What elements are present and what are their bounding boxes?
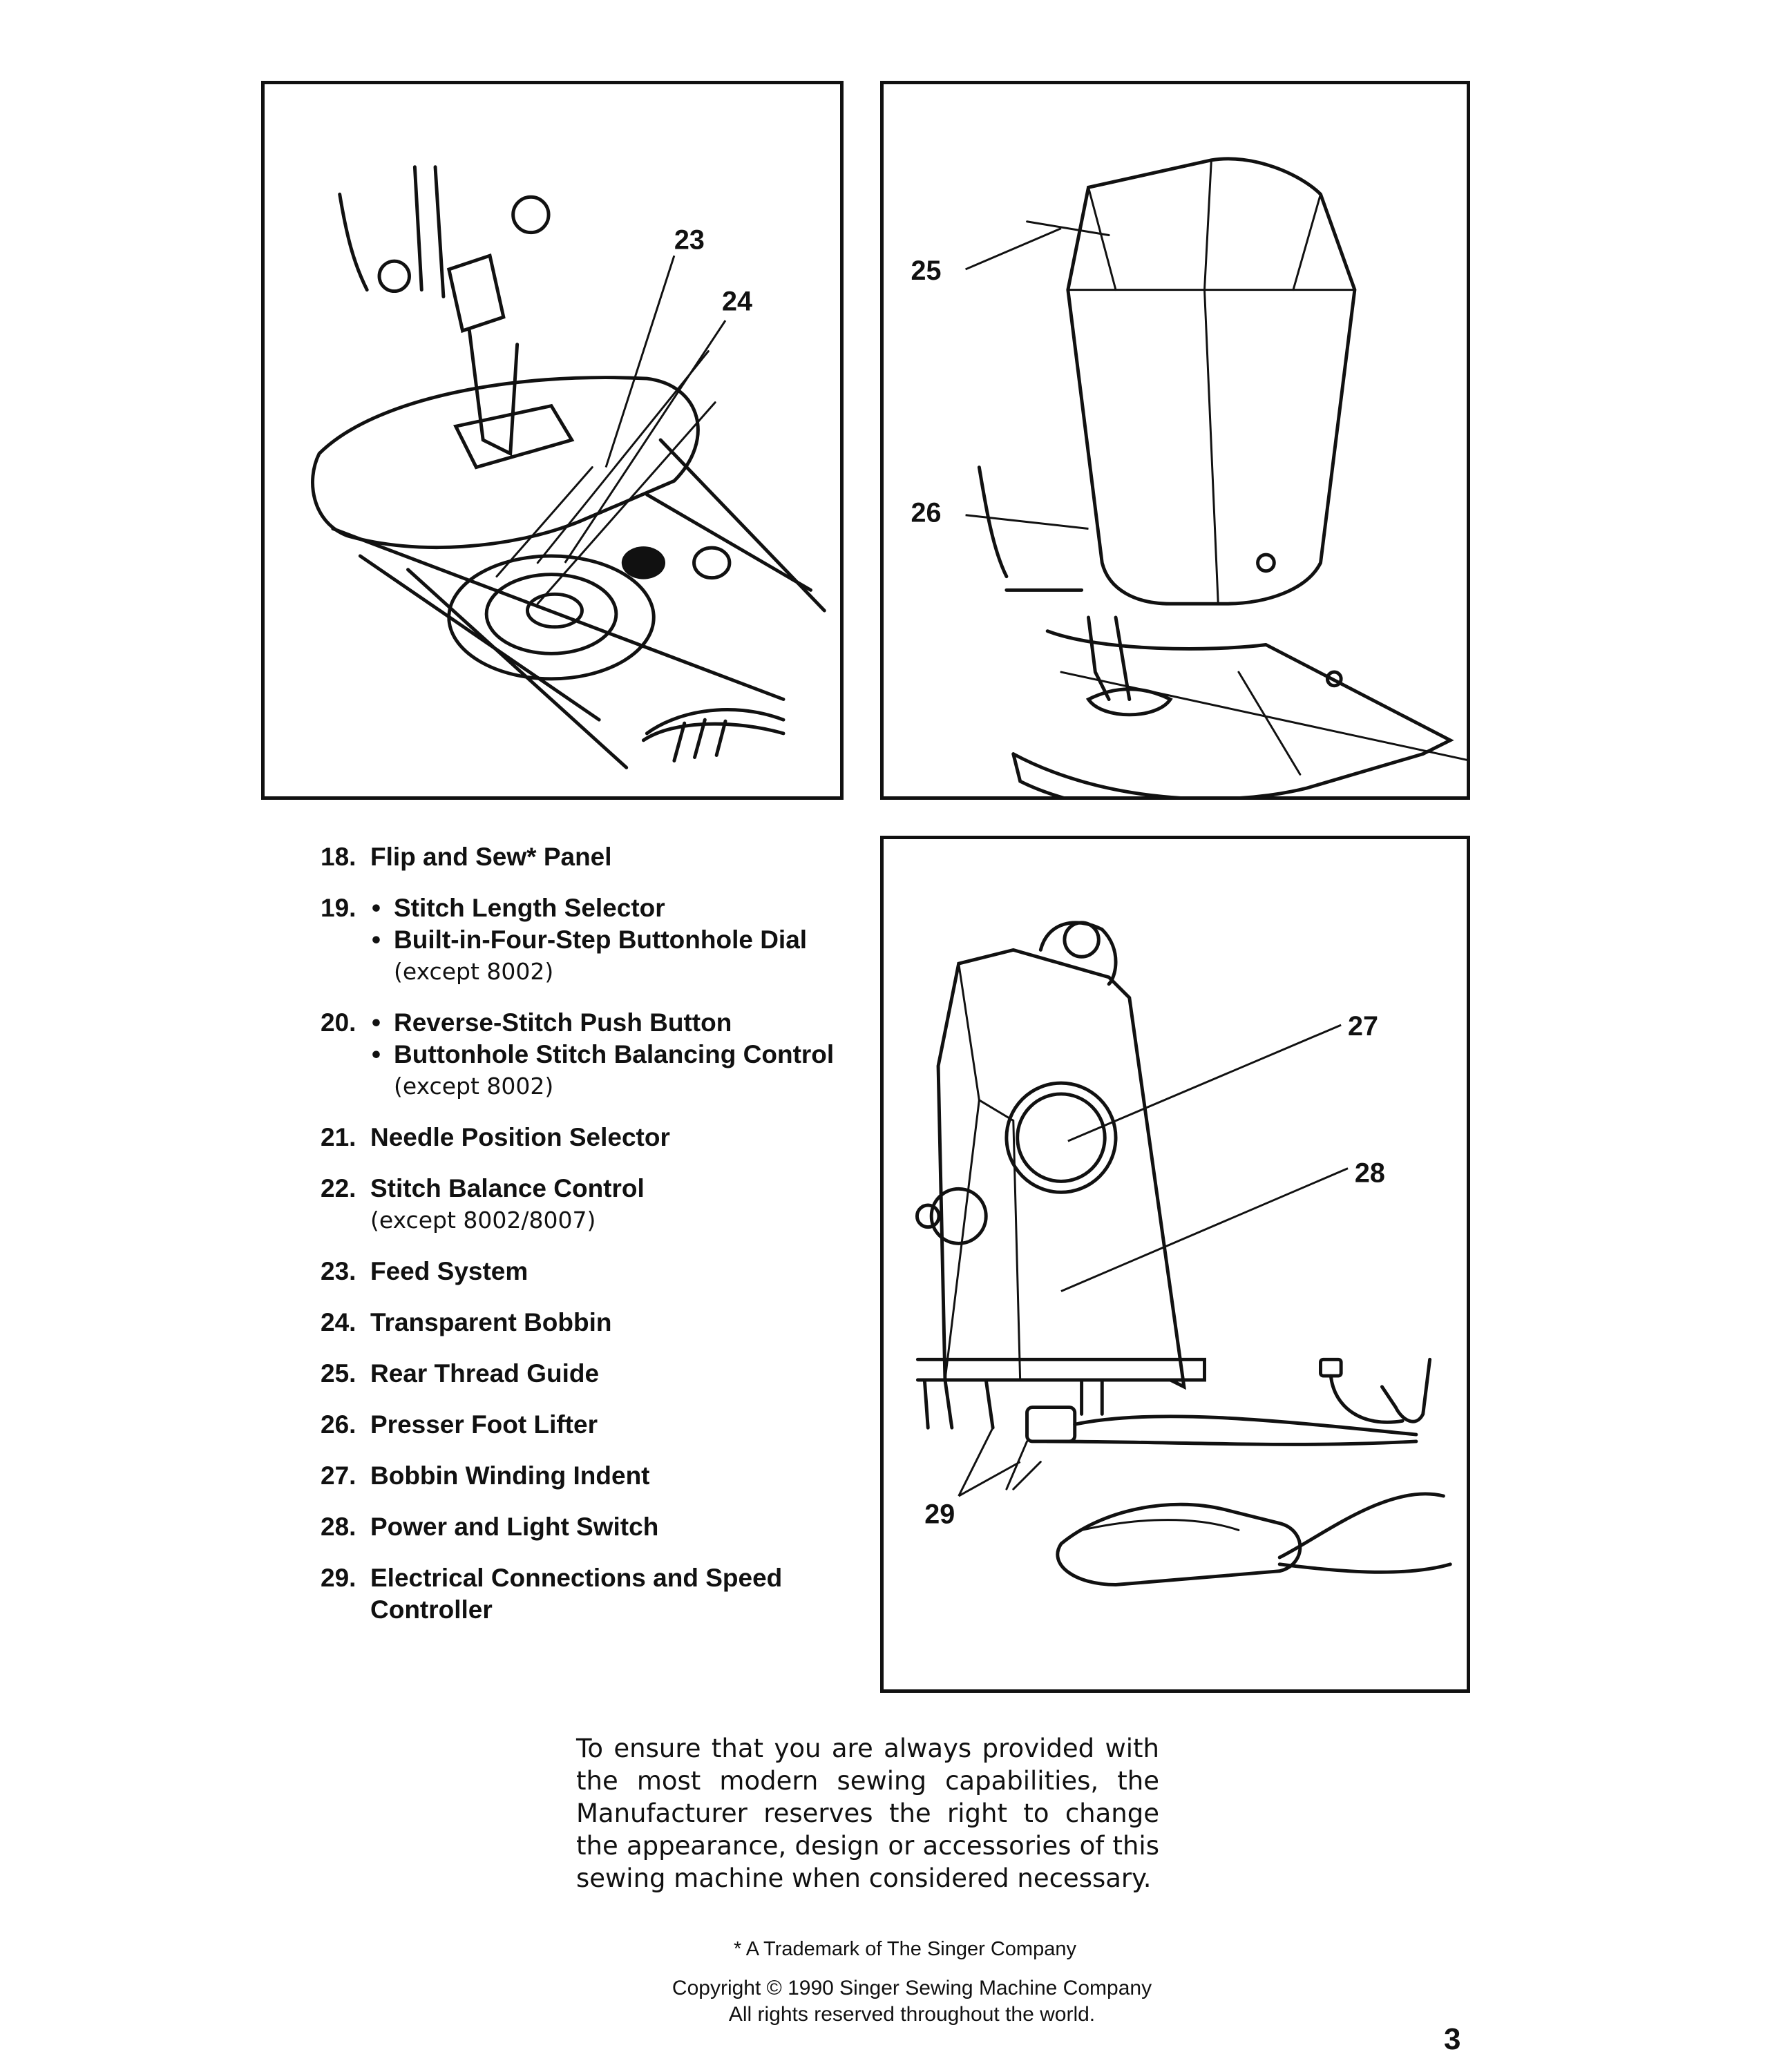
part-label: Stitch Balance Control <box>370 1174 645 1202</box>
part-item: 27. Bobbin Winding Indent <box>321 1460 846 1492</box>
machine-head-drawing: 25 26 <box>911 157 1467 796</box>
copyright-notice: Copyright © 1990 Singer Sewing Machine C… <box>553 1975 1271 2028</box>
part-label: Presser Foot Lifter <box>370 1410 598 1439</box>
needle-plate-drawing: 23 24 <box>311 165 826 769</box>
part-number: 23. <box>321 1257 356 1285</box>
part-item: 23. Feed System <box>321 1256 846 1287</box>
part-sub-item: Built-in-Four-Step Buttonhole Dial <box>370 924 846 956</box>
part-item: 20. Reverse-Stitch Push ButtonButtonhole … <box>321 1007 846 1102</box>
part-number: 19. <box>321 894 356 922</box>
machine-head-illustration: 25 26 <box>880 81 1470 800</box>
part-number: 27. <box>321 1461 356 1490</box>
part-label: Transparent Bobbin <box>370 1308 612 1336</box>
part-number: 20. <box>321 1008 356 1037</box>
part-note: (except 8002/8007) <box>370 1207 596 1234</box>
label-28: 28 <box>1355 1158 1385 1188</box>
part-sub-item: Buttonhole Stitch Balancing Control <box>370 1039 846 1071</box>
part-item: 19. Stitch Length SelectorBuilt-in-Four-S… <box>321 892 846 988</box>
part-item: 29. Electrical Connections and Speed Cont… <box>321 1562 846 1626</box>
part-number: 28. <box>321 1513 356 1541</box>
part-number: 24. <box>321 1308 356 1336</box>
part-label: Flip and Sew* Panel <box>370 843 612 871</box>
side-view-drawing: 27 28 29 <box>915 921 1452 1586</box>
feed-system-illustration: 23 24 <box>261 81 844 800</box>
side-view-illustration: 27 28 29 <box>880 836 1470 1693</box>
part-label: Needle Position Selector <box>370 1123 670 1151</box>
part-number: 18. <box>321 843 356 871</box>
label-29: 29 <box>924 1499 955 1530</box>
part-label: Rear Thread Guide <box>370 1359 600 1388</box>
part-item: 22. Stitch Balance Control (except 8002/80… <box>321 1173 846 1236</box>
part-label: Feed System <box>370 1257 529 1285</box>
part-note: (except 8002) <box>394 958 554 985</box>
part-item: 24. Transparent Bobbin <box>321 1307 846 1339</box>
part-item: 26. Presser Foot Lifter <box>321 1409 846 1441</box>
copyright-line: Copyright © 1990 Singer Sewing Machine C… <box>672 1977 1152 1999</box>
part-item: 25. Rear Thread Guide <box>321 1358 846 1390</box>
part-note: (except 8002) <box>394 1073 554 1100</box>
part-item: 18. Flip and Sew* Panel <box>321 841 846 873</box>
parts-list: 18. Flip and Sew* Panel 19. Stitch Length S… <box>321 841 846 1645</box>
trademark-note: * A Trademark of The Singer Company <box>734 1938 1076 1960</box>
part-number: 22. <box>321 1174 356 1202</box>
part-number: 26. <box>321 1410 356 1439</box>
label-23: 23 <box>674 224 705 255</box>
part-number: 25. <box>321 1359 356 1388</box>
page-number: 3 <box>1444 2022 1461 2056</box>
disclaimer-paragraph: To ensure that you are always provided w… <box>576 1734 1159 1893</box>
label-26: 26 <box>911 498 942 528</box>
part-item: 21. Needle Position Selector <box>321 1122 846 1153</box>
label-24: 24 <box>722 286 752 316</box>
part-sub-item: Reverse-Stitch Push Button <box>370 1007 846 1039</box>
part-item: 28. Power and Light Switch <box>321 1511 846 1543</box>
label-25: 25 <box>911 256 942 286</box>
part-label: Power and Light Switch <box>370 1513 659 1541</box>
part-number: 21. <box>321 1123 356 1151</box>
part-sub-item: Stitch Length Selector <box>370 892 846 924</box>
rights-line: All rights reserved throughout the world… <box>728 2003 1096 2026</box>
part-number: 29. <box>321 1564 356 1592</box>
label-27: 27 <box>1348 1011 1378 1042</box>
part-label: Bobbin Winding Indent <box>370 1461 650 1490</box>
part-label: Electrical Connections and Speed Control… <box>370 1564 783 1624</box>
